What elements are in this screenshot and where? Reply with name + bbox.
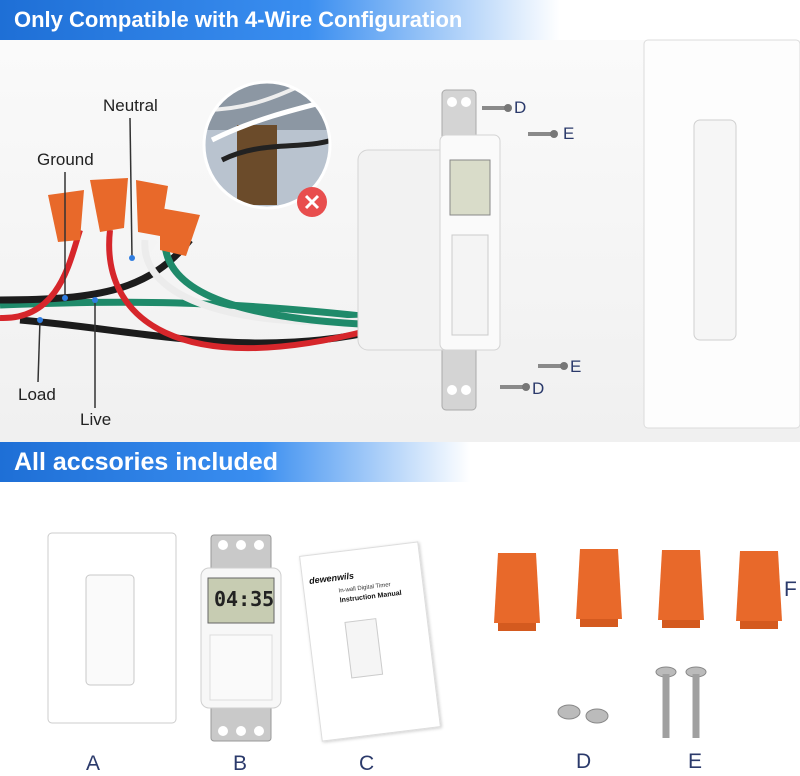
wire-nut — [48, 190, 84, 242]
short-screws-d — [557, 704, 609, 724]
live-label: Live — [80, 410, 112, 429]
screw-e-bottom — [538, 362, 568, 370]
long-screws-e — [655, 666, 707, 738]
screw-d-bottom — [500, 383, 530, 391]
wire-nut-f-1 — [494, 553, 540, 631]
screw-d-top — [482, 104, 512, 112]
neutral-label: Neutral — [103, 96, 158, 115]
accessory-label-d: D — [576, 750, 592, 773]
accessories-banner-text: All accsories included — [14, 447, 278, 476]
wire-nut-f-4 — [736, 551, 782, 629]
timer-switch-b: 04:35 — [196, 534, 286, 742]
wire-nut — [160, 208, 200, 256]
neutral-leader — [129, 117, 133, 259]
compatibility-banner: Only Compatible with 4-Wire Configuratio… — [0, 0, 560, 40]
wire-nut — [90, 178, 128, 232]
green-wire-2 — [161, 244, 381, 329]
hardware-label-d-top: D — [514, 98, 527, 117]
timer-display-text: 04:35 — [214, 587, 275, 611]
wires-illustration — [0, 117, 381, 408]
compatibility-banner-text: Only Compatible with 4-Wire Configuratio… — [14, 7, 463, 32]
hardware-label-e-bottom: E — [570, 357, 582, 376]
wire-nut-f-2 — [576, 549, 622, 627]
incompatible-wiring-photo — [202, 80, 332, 210]
wall-plate-a — [47, 532, 177, 724]
green-wire — [0, 298, 381, 322]
hardware-label-d-bottom: D — [532, 379, 545, 398]
screw-e-top — [528, 130, 558, 138]
accessory-label-f: F — [784, 578, 797, 601]
x-circle-icon — [297, 187, 327, 217]
load-label: Load — [18, 385, 56, 404]
red-wire — [0, 229, 83, 322]
manual-brand: dewenwils — [308, 570, 355, 586]
timer-switch-side-view — [357, 89, 501, 411]
hardware-label-e-top: E — [563, 124, 575, 143]
instruction-manual-c: dewenwils In-wall Digital Timer Instruct… — [299, 541, 441, 742]
accessory-label-c: C — [359, 752, 375, 775]
accessory-label-e: E — [688, 750, 703, 773]
accessories-banner: All accsories included — [0, 442, 470, 482]
load-leader — [37, 319, 41, 383]
red-wire-2 — [106, 229, 371, 352]
accessory-label-b: B — [233, 752, 248, 775]
wire-nut-f-3 — [658, 550, 704, 628]
ground-label: Ground — [37, 150, 94, 169]
accessory-label-a: A — [86, 752, 101, 775]
wall-plate-large — [643, 39, 800, 429]
